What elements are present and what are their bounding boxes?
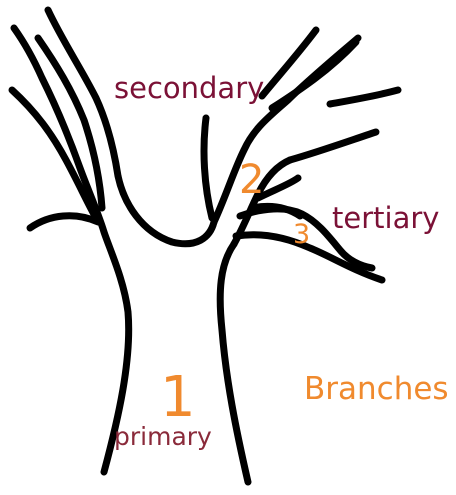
right-top-branch: [258, 26, 320, 100]
left-low-branch: [8, 86, 100, 222]
number-one: 1: [160, 365, 196, 430]
trunk-right-outline: [216, 240, 252, 486]
right-mid-branch: [326, 86, 402, 108]
label-secondary: secondary: [114, 71, 265, 105]
right-inner-contour: [230, 156, 294, 248]
left-top-branch: [34, 34, 106, 212]
label-branches: Branches: [304, 371, 449, 407]
tertiary-branch-c: [248, 202, 304, 220]
right-side-stroke: [254, 174, 302, 202]
right-top-branch-2: [268, 38, 360, 112]
number-two: 2: [239, 157, 265, 203]
right-tertiary-upper: [286, 128, 380, 164]
inner-twig: [200, 114, 216, 222]
number-three: 3: [293, 219, 311, 250]
label-tertiary: tertiary: [332, 201, 440, 235]
left-inner-branch: [44, 6, 218, 248]
label-primary: primary: [114, 422, 212, 451]
tertiary-branch-b: [232, 231, 386, 284]
left-stub: [26, 212, 102, 232]
